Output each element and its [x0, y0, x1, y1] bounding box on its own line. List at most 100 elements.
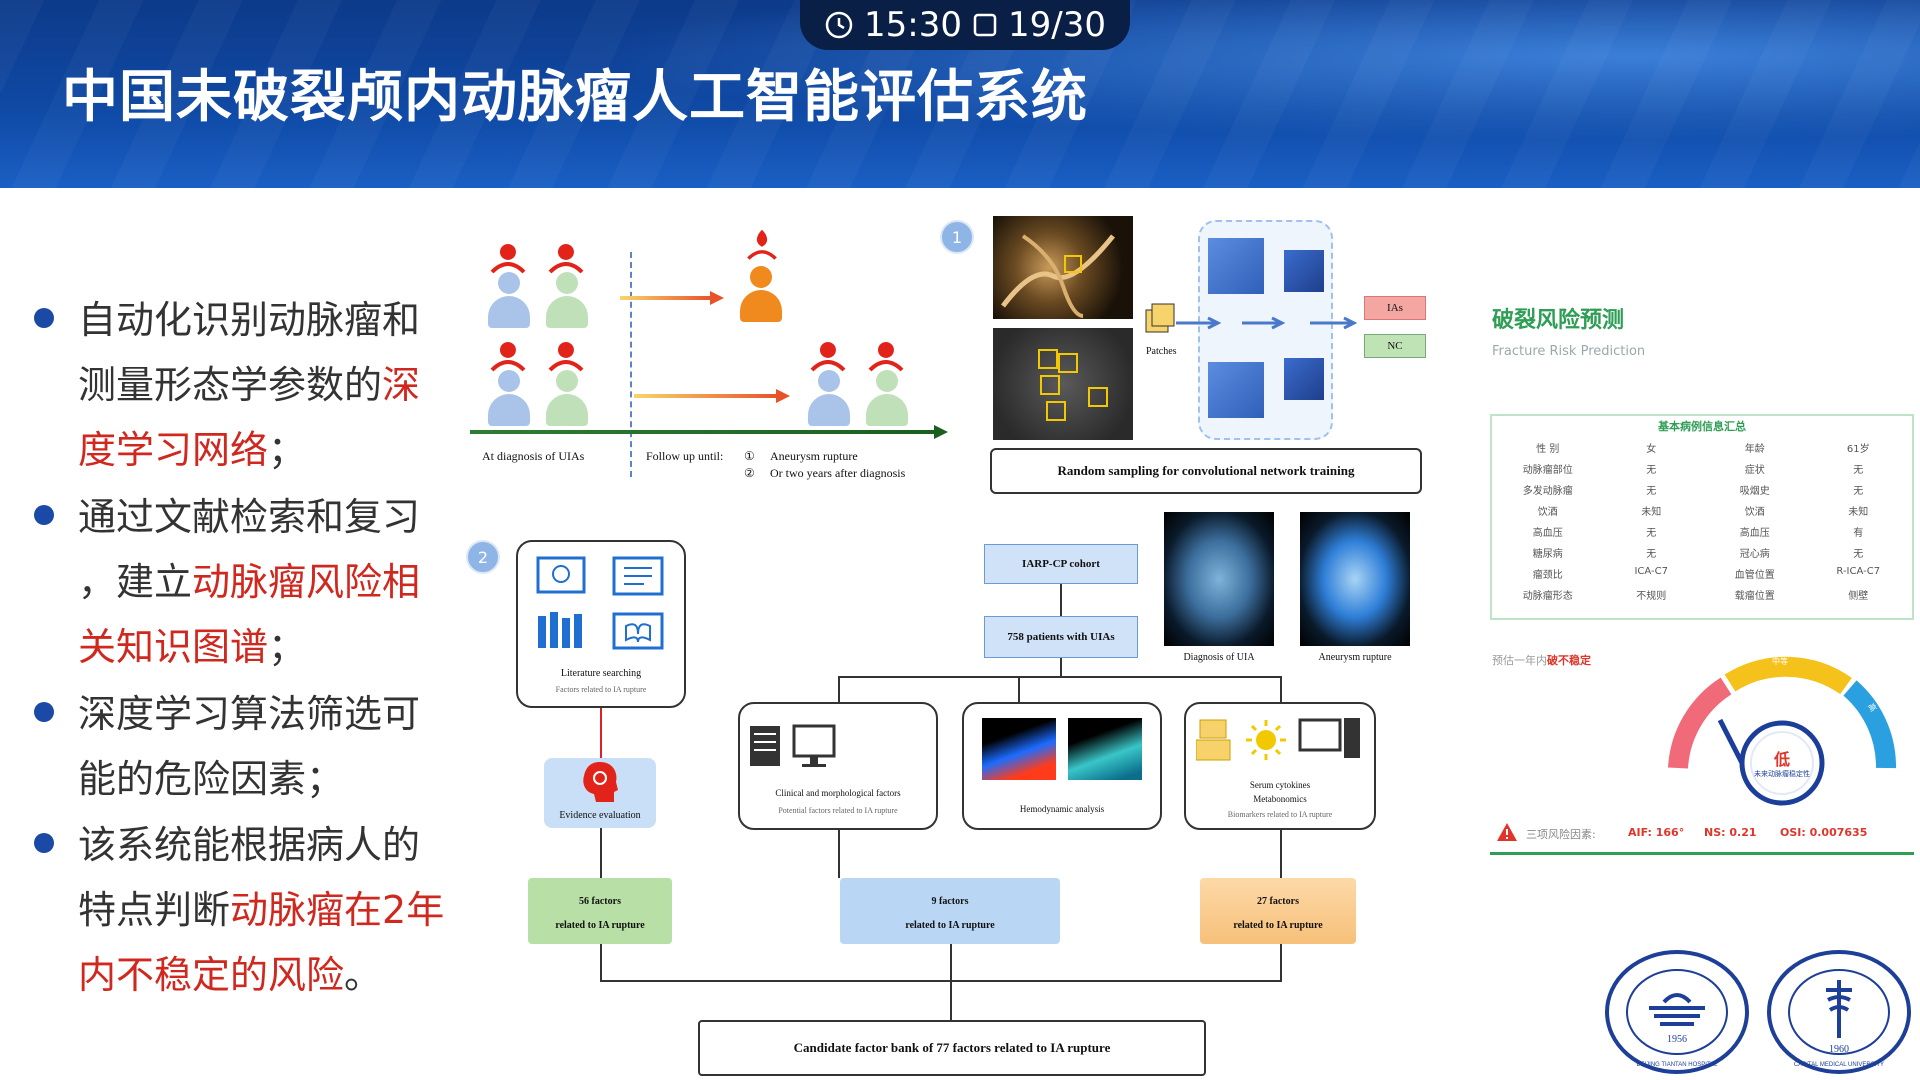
table-cell: 无 — [1853, 486, 1864, 497]
clinical-subtitle: Potential factors related to IA rupture — [778, 806, 898, 815]
table-row: 糖尿病无冠心病无 — [1496, 545, 1910, 567]
factor-box-clinical — [840, 878, 1060, 944]
table-cell: 高血压 — [1739, 528, 1770, 539]
factor-desc: related to IA rupture — [555, 920, 645, 931]
table-cell: 未知 — [1848, 507, 1869, 518]
timeline-option-2-number: ② — [744, 466, 755, 480]
angiography-image — [993, 216, 1133, 319]
metric-osi: OSI: 0.007635 — [1780, 826, 1868, 839]
presentation-status-pill: 15:30 19/30 — [800, 0, 1130, 50]
table-cell: 冠心病 — [1739, 549, 1770, 560]
table-cell: 无 — [1646, 528, 1657, 539]
page-title: 中国未破裂颅内动脉瘤人工智能评估系统 — [62, 65, 1088, 130]
table-cell: ICA-C7 — [1634, 566, 1668, 577]
factor-desc: related to IA rupture — [1233, 920, 1323, 931]
patches-stack-icon — [1145, 303, 1175, 333]
gauge-segment-low — [1668, 677, 1732, 769]
table-cell: 无 — [1853, 549, 1864, 560]
slide-icon — [973, 13, 997, 37]
patient-icon — [544, 272, 590, 338]
bullet-dot — [34, 505, 54, 525]
cnn-flow-arrow-icon — [1176, 316, 1358, 330]
table-cell: 无 — [1646, 465, 1657, 476]
bullet-text: 。 — [344, 953, 383, 997]
table-cell: 无 — [1646, 486, 1657, 497]
panel-badge: 2 — [466, 540, 500, 574]
bullet-3-line-2: 能的危险因素； — [78, 757, 345, 801]
ruptured-aneurysm-icon — [747, 229, 777, 260]
factor-box-literature — [528, 878, 672, 944]
gauge-segment-high — [1843, 680, 1897, 769]
prediction-value: 破不稳定 — [1547, 654, 1591, 667]
table-cell: 高血压 — [1532, 528, 1563, 539]
output-nc-label: NC — [1364, 334, 1426, 358]
table-row: 动脉瘤部位无症状无 — [1496, 461, 1910, 483]
connector-line — [950, 944, 952, 1020]
patient-icon — [486, 272, 532, 338]
connector-line — [600, 708, 602, 758]
table-cell: 饮酒 — [1744, 507, 1765, 518]
table-cell: 饮酒 — [1537, 507, 1558, 518]
timeline-option-2: Or two years after diagnosis — [770, 466, 906, 480]
patients-box: 758 patients with UIAs — [984, 616, 1138, 658]
logo-year: 1960 — [1829, 1044, 1849, 1055]
bullet-2-line-1: 通过文献检索和复习 — [78, 495, 421, 539]
bullet-4-line-3: 内不稳定的风险。 — [78, 956, 382, 994]
aneurysm-marker-icon — [548, 342, 584, 372]
patient-info-table — [1490, 414, 1914, 620]
table-cell: 载瘤位置 — [1734, 591, 1775, 602]
table-cell: 瘤颈比 — [1532, 570, 1563, 581]
logo-year: 1956 — [1667, 1034, 1687, 1045]
connector-line — [600, 944, 602, 980]
prediction-prefix: 预估一年内 — [1492, 654, 1547, 667]
risk-panel-subtitle: Fracture Risk Prediction — [1492, 344, 1646, 359]
bullet-highlight: 动脉瘤风险相 — [192, 560, 421, 604]
table-row: 饮酒未知饮酒未知 — [1496, 503, 1910, 525]
patient-icon — [544, 370, 590, 436]
bullet-highlight: 度学习网络 — [78, 428, 269, 472]
bullet-highlight: 内不稳定的风险 — [78, 953, 345, 997]
connector-line — [1280, 944, 1282, 980]
connector-line — [600, 980, 1282, 982]
connector-line — [1280, 830, 1282, 878]
bullet-text: ； — [268, 428, 307, 472]
table-cell: 性 别 — [1536, 444, 1560, 455]
table-cell: 多发动脉瘤 — [1522, 486, 1573, 497]
timeline-option-1-number: ① — [744, 449, 755, 463]
risk-panel-title: 破裂风险预测 — [1492, 308, 1625, 333]
connector-line — [1060, 658, 1062, 676]
cnn-caption: Random sampling for convolutional networ… — [1057, 463, 1355, 478]
metric-ns: NS: 0.21 — [1704, 826, 1757, 839]
hemodynamic-model-image — [1068, 718, 1142, 780]
aneurysm-marker-icon — [490, 342, 526, 372]
connector-line — [600, 828, 602, 878]
table-cell: 无 — [1853, 465, 1864, 476]
output-ias-label: IAs — [1364, 296, 1426, 320]
cnn-layer-cube — [1284, 250, 1324, 292]
cnn-layer-cube — [1208, 362, 1264, 418]
patient-info-table-title: 基本病例信息汇总 — [1658, 420, 1746, 433]
arrow-icon — [634, 389, 790, 403]
cnn-caption-box: Random sampling for convolutional networ… — [990, 448, 1422, 494]
panel-bottom-rule — [1490, 852, 1914, 855]
bullet-text: ，建立 — [78, 560, 193, 604]
gauge-segment-mid — [1724, 656, 1852, 695]
table-cell: 糖尿病 — [1532, 549, 1563, 560]
prediction-line: 预估一年内破不稳定 — [1492, 652, 1591, 668]
table-cell: 症状 — [1744, 465, 1765, 476]
literature-title: Literature searching — [560, 668, 642, 679]
patient-icon — [486, 370, 532, 436]
bullet-text: 测量形态学参数的 — [78, 363, 383, 407]
timeline-divider — [630, 252, 632, 477]
timeline-axis — [470, 425, 948, 439]
patch-sample-image — [993, 328, 1133, 440]
timeline-label-diagnosis: At diagnosis of UIAs — [482, 449, 585, 463]
bullet-1-line-2: 测量形态学参数的深 — [78, 366, 420, 404]
aneurysm-marker-icon — [548, 244, 584, 274]
ruptured-patient-icon — [738, 266, 784, 332]
metrics-label: 三项风险因素: — [1526, 828, 1596, 841]
connector-line — [1280, 676, 1282, 702]
bullet-4-line-1: 该系统能根据病人的 — [78, 823, 421, 867]
clock-time: 15:30 — [864, 5, 962, 45]
cohort-box: IARP-CP cohort — [984, 544, 1138, 584]
